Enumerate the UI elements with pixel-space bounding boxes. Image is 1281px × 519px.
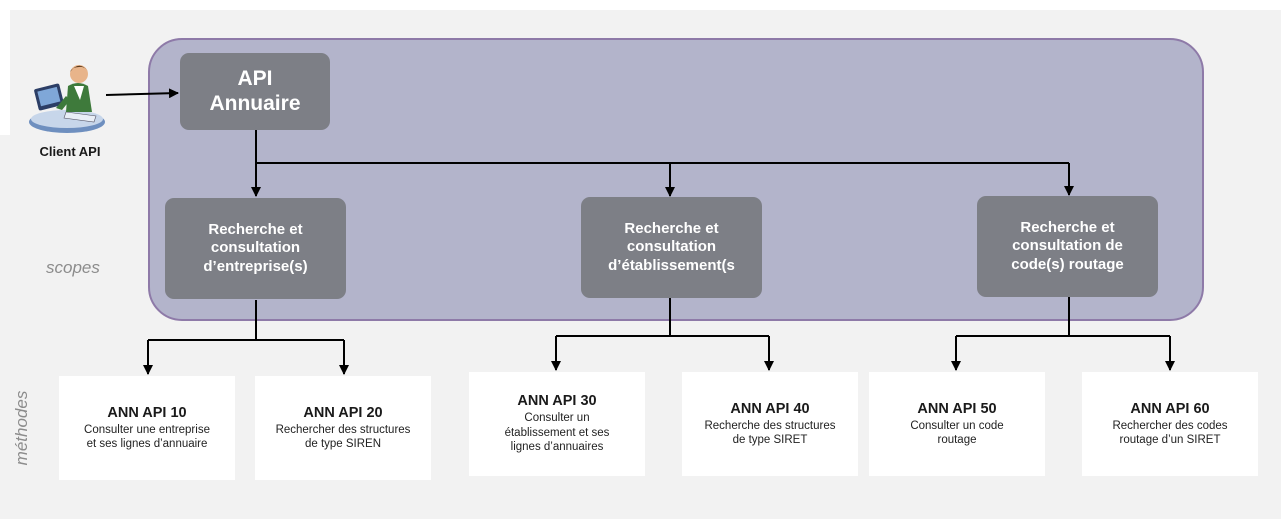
method-title: ANN API 50 [917, 400, 997, 417]
method-title: ANN API 20 [303, 404, 383, 421]
scope-entreprises-box: Recherche et consultation d’entreprise(s… [165, 198, 346, 299]
method-title: ANN API 40 [730, 400, 810, 417]
method-description: Consulter un code routage [910, 419, 1004, 446]
method-ann-api-10: ANN API 10 Consulter une entreprise et s… [59, 376, 235, 480]
method-ann-api-50: ANN API 50 Consulter un code routage [869, 372, 1045, 476]
method-description: Consulter un établissement et ses lignes… [504, 412, 610, 454]
method-description: Rechercher des codes routage d’un SIRET [1112, 419, 1228, 446]
method-title: ANN API 30 [517, 393, 597, 410]
client-api-label: Client API [39, 144, 101, 159]
method-ann-api-20: ANN API 20 Rechercher des structures de … [255, 376, 431, 480]
method-description: Consulter une entreprise et ses lignes d… [84, 423, 210, 450]
method-description: Rechercher des structures de type SIREN [275, 423, 411, 450]
method-ann-api-40: ANN API 40 Recherche des structures de t… [682, 372, 858, 476]
method-title: ANN API 60 [1130, 400, 1210, 417]
method-title: ANN API 10 [107, 404, 187, 421]
client-to-api-arrow [105, 88, 179, 99]
scope-code-routage-box: Recherche et consultation de code(s) rou… [977, 196, 1158, 297]
left-margin-strip [0, 0, 10, 135]
user-at-computer-icon [29, 65, 105, 133]
top-margin-strip [0, 0, 1281, 10]
methodes-side-label: méthodes [12, 390, 31, 466]
method-description: Recherche des structures de type SIRET [704, 419, 836, 446]
api-annuaire-box: API Annuaire [180, 53, 330, 130]
scope-etablissements-box: Recherche et consultation d’établissemen… [581, 197, 762, 298]
scopes-side-label: scopes [46, 258, 100, 277]
method-ann-api-60: ANN API 60 Rechercher des codes routage … [1082, 372, 1258, 476]
method-ann-api-30: ANN API 30 Consulter un établissement et… [469, 372, 645, 476]
